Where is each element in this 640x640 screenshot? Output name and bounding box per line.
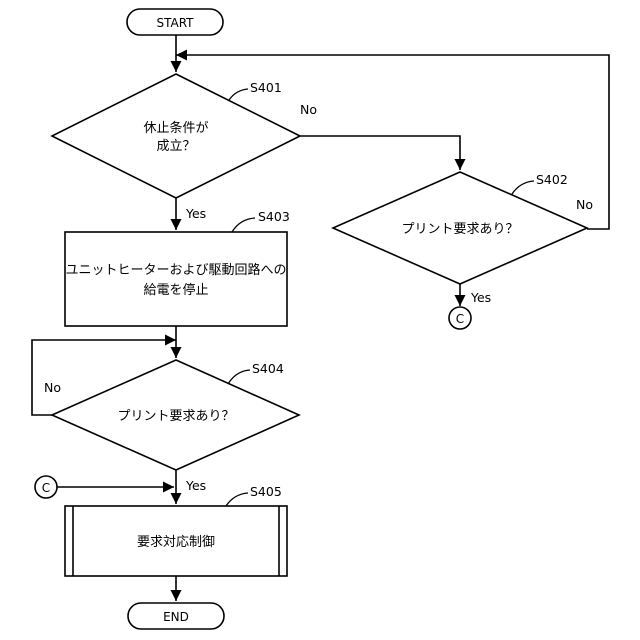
s403-text-line2: 給電を停止 bbox=[143, 282, 208, 298]
s403-leader bbox=[232, 218, 255, 232]
s402-step-id: S402 bbox=[536, 172, 568, 187]
s404-step-id: S404 bbox=[252, 361, 284, 376]
connector-c-in: C bbox=[35, 476, 57, 498]
s402-leader bbox=[512, 181, 534, 194]
s405-predefined-process: 要求対応制御 bbox=[65, 506, 287, 576]
s402-yes-label: Yes bbox=[470, 290, 491, 305]
s405-step-id: S405 bbox=[250, 484, 282, 499]
s404-decision: プリント要求あり？ bbox=[52, 360, 299, 470]
flow-s401-no-to-s402 bbox=[300, 136, 460, 170]
s405-text: 要求対応制御 bbox=[137, 535, 215, 550]
connector-c-out: C bbox=[449, 307, 471, 329]
s402-no-label: No bbox=[576, 197, 593, 212]
s402-decision: プリント要求あり？ bbox=[333, 172, 587, 284]
start-label: START bbox=[156, 16, 194, 30]
s404-text: プリント要求あり？ bbox=[117, 409, 234, 424]
end-terminal: END bbox=[128, 603, 224, 629]
end-label: END bbox=[163, 610, 189, 624]
s403-process: ユニットヒーターおよび駆動回路への 給電を停止 bbox=[65, 232, 287, 326]
s404-no-label: No bbox=[44, 380, 61, 395]
s403-step-id: S403 bbox=[258, 209, 290, 224]
s401-text-line2: 成立？ bbox=[156, 139, 195, 154]
s401-text-line1: 休止条件が bbox=[143, 120, 208, 136]
connector-c-out-label: C bbox=[456, 312, 464, 326]
s402-text: プリント要求あり？ bbox=[401, 222, 518, 237]
s401-no-label: No bbox=[300, 102, 317, 117]
s401-leader bbox=[229, 89, 248, 100]
s404-leader bbox=[228, 370, 250, 384]
s401-step-id: S401 bbox=[250, 80, 282, 95]
start-terminal: START bbox=[127, 9, 223, 35]
s404-yes-label: Yes bbox=[185, 478, 206, 493]
s405-leader bbox=[226, 493, 248, 506]
s403-text-line1: ユニットヒーターおよび駆動回路への bbox=[65, 262, 286, 278]
connector-c-in-label: C bbox=[42, 481, 50, 495]
s401-yes-label: Yes bbox=[185, 206, 206, 221]
